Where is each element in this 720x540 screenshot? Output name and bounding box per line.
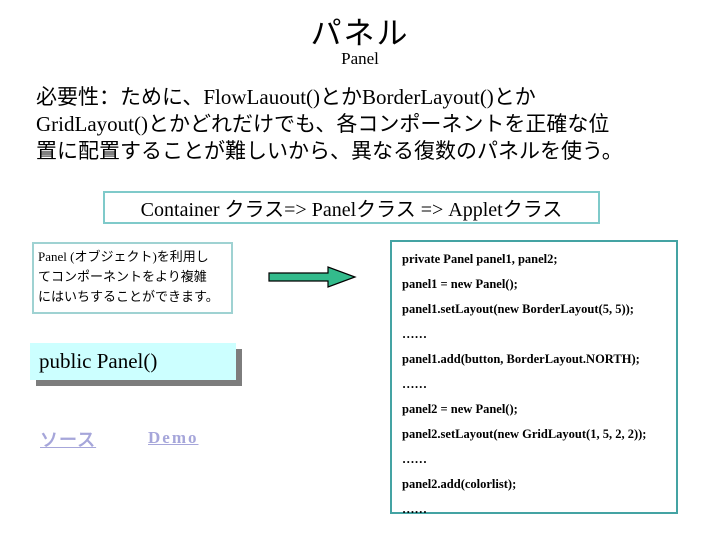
code-line: panel2 = new Panel(); bbox=[402, 402, 518, 416]
demo-link[interactable]: Demo bbox=[148, 428, 199, 447]
code-line: panel2.setLayout(new GridLayout(1, 5, 2,… bbox=[402, 427, 647, 441]
code-line: panel1 = new Panel(); bbox=[402, 277, 518, 291]
code-line: …… bbox=[402, 377, 427, 391]
code-line: panel2.add(colorlist); bbox=[402, 477, 517, 491]
code-line: …… bbox=[402, 452, 427, 466]
code-line: …… bbox=[402, 327, 427, 341]
intro-paragraph: 必要性：ために、FlowLauout()とかBorderLayout()とか G… bbox=[36, 85, 623, 163]
right-arrow-icon bbox=[268, 266, 357, 288]
code-line: …… bbox=[402, 502, 427, 516]
panel-note-box: Panel (オブジェクト)を利用し てコンポーネントをより複雑 にはいちするこ… bbox=[32, 242, 233, 314]
panel-constructor-text: public Panel() bbox=[39, 349, 158, 373]
code-line: private Panel panel1, panel2; bbox=[402, 252, 558, 266]
class-hierarchy-box: Container クラス=> Panelクラス => Appletクラス bbox=[103, 191, 600, 224]
code-line: panel1.add(button, BorderLayout.NORTH); bbox=[402, 352, 640, 366]
class-hierarchy-text: Container クラス=> Panelクラス => Appletクラス bbox=[140, 199, 563, 221]
slide-title: パネル bbox=[310, 16, 410, 51]
source-link[interactable]: ソース bbox=[40, 430, 97, 450]
code-example-box: private Panel panel1, panel2; panel1 = ne… bbox=[390, 240, 678, 516]
panel-constructor-box: public Panel() bbox=[30, 343, 236, 380]
slide-subtitle: Panel bbox=[341, 49, 379, 68]
code-line: panel1.setLayout(new BorderLayout(5, 5))… bbox=[402, 302, 634, 316]
